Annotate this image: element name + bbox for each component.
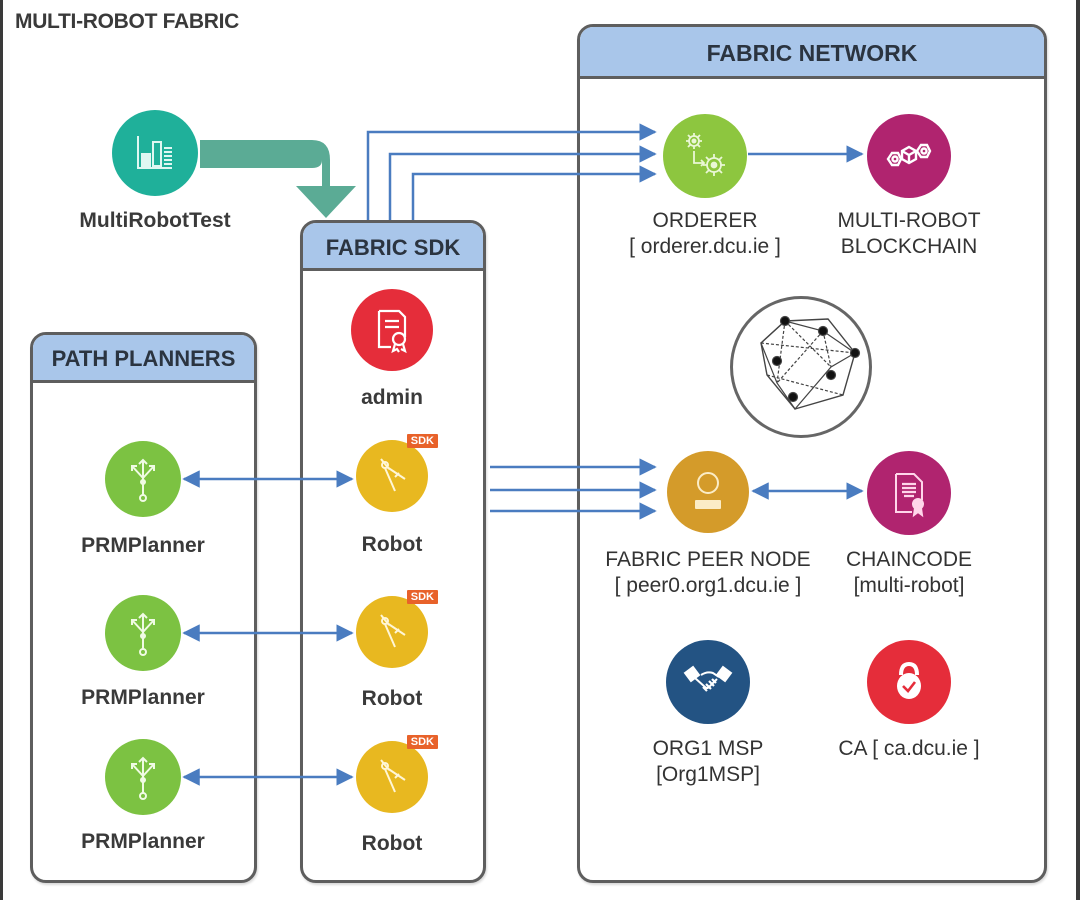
blockchain-label: MULTI-ROBOT: [837, 209, 981, 232]
document-seal-icon: [867, 451, 951, 535]
node-peer[interactable]: FABRIC PEER NODE [ peer0.org1.dcu.ie ]: [605, 451, 811, 599]
admin-label: admin: [361, 386, 423, 409]
multirobot-test-label: MultiRobotTest: [79, 209, 231, 232]
node-admin[interactable]: admin: [302, 289, 482, 411]
ca-label: CA [ ca.dcu.ie ]: [838, 737, 980, 760]
diagram-title: MULTI-ROBOT FABRIC: [15, 10, 240, 33]
handshake-icon: [666, 640, 750, 724]
orderer-host: [ orderer.dcu.ie ]: [629, 235, 781, 258]
planner-label: PRMPlanner: [81, 830, 205, 853]
node-ca[interactable]: CA [ ca.dcu.ie ]: [819, 640, 999, 762]
node-planner-3[interactable]: PRMPlanner: [53, 739, 233, 855]
node-robot-2[interactable]: SDK Robot: [302, 590, 482, 712]
node-orderer[interactable]: ORDERER [ orderer.dcu.ie ]: [615, 114, 795, 260]
path-planners-header: PATH PLANNERS: [33, 335, 254, 383]
compass-icon: SDK: [356, 735, 438, 813]
branching-arrows-icon: [105, 739, 181, 815]
fabric-sdk-header: FABRIC SDK: [303, 223, 483, 271]
blockchain-icon: [867, 114, 951, 198]
node-planner-2[interactable]: PRMPlanner: [53, 595, 233, 711]
robot-label: Robot: [361, 832, 423, 855]
orderer-label: ORDERER: [652, 209, 758, 232]
planner-label: PRMPlanner: [81, 534, 205, 557]
chaincode-name: [multi-robot]: [853, 574, 965, 597]
peer-label: FABRIC PEER NODE: [605, 548, 811, 571]
sdk-badge: SDK: [406, 735, 438, 749]
hyperledger-logo-icon: [730, 296, 872, 438]
node-blockchain[interactable]: MULTI-ROBOT BLOCKCHAIN: [819, 114, 999, 260]
sdk-badge: SDK: [406, 590, 438, 604]
gears-icon: [663, 114, 747, 198]
sdk-badge: SDK: [406, 434, 438, 448]
node-robot-3[interactable]: SDK Robot: [302, 735, 482, 857]
chaincode-label: CHAINCODE: [845, 548, 972, 571]
peer-host: [ peer0.org1.dcu.ie ]: [614, 574, 802, 597]
node-multirobot-test[interactable]: MultiRobotTest: [65, 110, 245, 234]
node-planner-1[interactable]: PRMPlanner: [53, 441, 233, 559]
branching-arrows-icon: [105, 441, 181, 517]
node-chaincode[interactable]: CHAINCODE [multi-robot]: [819, 451, 999, 599]
fabric-network-header: FABRIC NETWORK: [580, 27, 1044, 79]
lock-check-icon: [867, 640, 951, 724]
compass-icon: SDK: [356, 434, 438, 512]
bar-chart-icon: [112, 110, 198, 196]
planner-label: PRMPlanner: [81, 686, 205, 709]
certificate-icon: [351, 289, 433, 371]
node-robot-1[interactable]: SDK Robot: [302, 434, 482, 558]
compass-icon: SDK: [356, 590, 438, 668]
blockchain-sublabel: BLOCKCHAIN: [840, 235, 978, 258]
node-msp[interactable]: ORG1 MSP [Org1MSP]: [618, 640, 798, 788]
user-icon: [667, 451, 749, 533]
msp-label: ORG1 MSP: [652, 737, 764, 760]
msp-id: [Org1MSP]: [656, 763, 760, 786]
frame-border-right: [1076, 0, 1080, 900]
robot-label: Robot: [361, 533, 423, 556]
frame-border-left: [0, 0, 3, 900]
robot-label: Robot: [361, 687, 423, 710]
branching-arrows-icon: [105, 595, 181, 671]
